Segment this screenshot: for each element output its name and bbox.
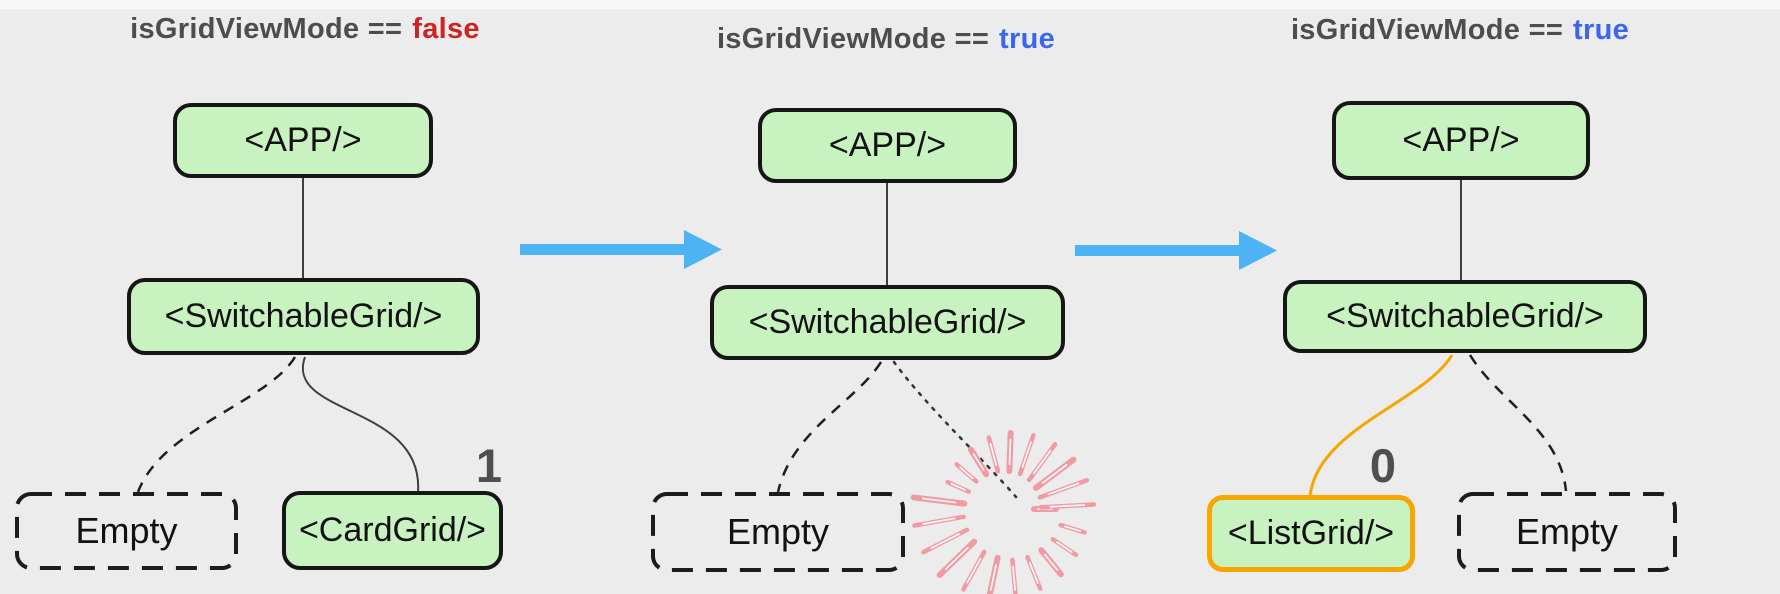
panel-title-2: isGridViewMode == true	[717, 23, 1055, 56]
edge-dashed-empty-2	[776, 361, 883, 493]
edge-solid-cardgrid	[301, 356, 420, 493]
empty-node-border-2	[651, 492, 905, 572]
panel-title-1: isGridViewMode == false	[130, 13, 480, 46]
app-node-3: <APP/>	[1332, 101, 1590, 180]
empty-node-3: Empty	[1515, 511, 1619, 552]
edge-dashed-empty-3	[1468, 354, 1568, 492]
switchablegrid-node-1: <SwitchableGrid/>	[127, 278, 480, 355]
edge-dashed-empty-1	[136, 356, 297, 493]
transition-arrow-icon	[520, 230, 722, 269]
firework-explosion-icon	[910, 430, 1097, 594]
state-value-true: true	[999, 23, 1056, 55]
empty-node-border-3	[1457, 492, 1677, 572]
empty-node-2: Empty	[726, 511, 830, 552]
empty-node-border-1	[15, 492, 238, 570]
element-count-badge: 0	[1369, 439, 1397, 492]
panel-title-3: isGridViewMode == true	[1291, 14, 1629, 47]
element-count-badge: 1	[475, 439, 503, 492]
transition-arrow-icon	[1075, 231, 1277, 270]
state-value-true: true	[1573, 14, 1630, 46]
switchablegrid-node-3: <SwitchableGrid/>	[1283, 280, 1647, 353]
state-expression: isGridViewMode ==	[716, 23, 990, 55]
edge-orange-listgrid	[1308, 354, 1454, 497]
app-node-2: <APP/>	[758, 108, 1017, 183]
state-value-false: false	[412, 13, 480, 45]
listgrid-node: <ListGrid/>	[1207, 495, 1415, 572]
cardgrid-node: <CardGrid/>	[282, 491, 503, 570]
empty-node-1: Empty	[75, 510, 178, 551]
switchablegrid-node-2: <SwitchableGrid/>	[710, 285, 1065, 360]
top-strip	[0, 0, 1780, 9]
edge-dotted-destroyed	[892, 360, 1018, 499]
state-expression: isGridViewMode ==	[1290, 14, 1564, 46]
app-node-1: <APP/>	[173, 103, 433, 178]
state-expression: isGridViewMode ==	[130, 13, 403, 45]
